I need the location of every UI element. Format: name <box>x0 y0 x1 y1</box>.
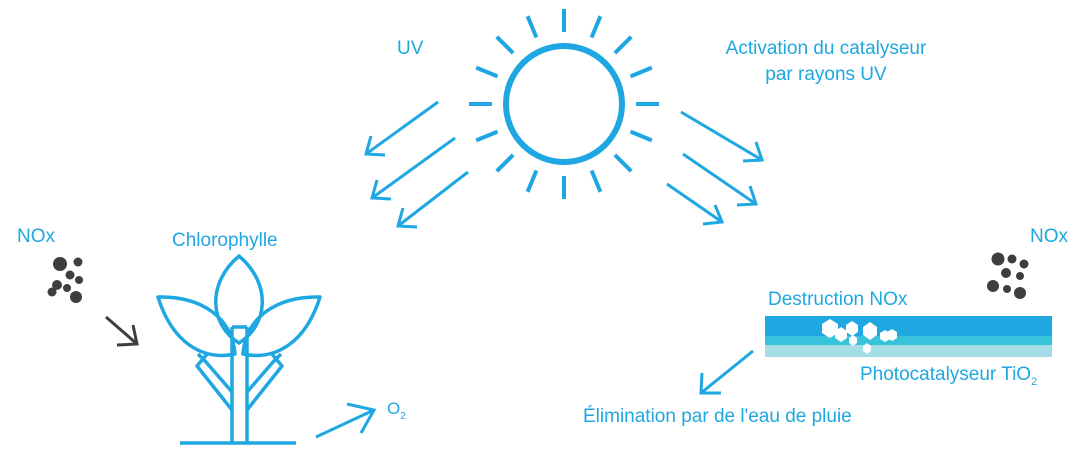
sun-ray <box>495 153 515 173</box>
uv-label: UV <box>397 38 424 59</box>
surface-layer-bottom <box>765 345 1052 357</box>
plant-icon <box>156 254 322 445</box>
sun-ray <box>525 15 539 39</box>
o2-letter: O <box>387 399 401 418</box>
destruction-label: Destruction NOx <box>768 289 908 310</box>
elimination-label: Élimination par de l'eau de pluie <box>583 406 852 427</box>
rain-elimination-arrow <box>699 349 754 395</box>
uv-arrow-left-3 <box>396 170 469 229</box>
sun-ray <box>629 129 653 143</box>
nox-particles-icon <box>47 257 83 303</box>
sun-ray <box>475 129 499 143</box>
activation-label-line1: Activation du catalyseur <box>725 38 927 59</box>
o2-subscript: 2 <box>400 410 406 422</box>
o2-label: O2 <box>387 398 406 428</box>
nox-destroyed-fragments <box>822 319 897 354</box>
uv-arrow-left-1 <box>364 100 439 157</box>
sun-ray <box>525 169 539 193</box>
sun-ray <box>613 35 633 55</box>
nox-right-label: NOx <box>1030 226 1068 247</box>
sun-ray <box>613 153 633 173</box>
sun-ray <box>589 15 603 39</box>
photocatalyseur-label: Photocatalyseur TiO2 <box>860 364 1037 393</box>
activation-label-line2: par rayons UV <box>765 64 887 85</box>
sun-icon <box>469 9 659 199</box>
sun-ray <box>495 35 515 55</box>
sun-ray <box>475 65 499 79</box>
surface-layer-top <box>765 316 1052 336</box>
o2-arrow <box>315 402 377 439</box>
photocatalyseur-text: Photocatalyseur TiO <box>860 364 1032 385</box>
chlorophylle-label: Chlorophylle <box>172 230 278 251</box>
uv-arrow-right-1 <box>680 110 765 163</box>
sun-ray <box>589 169 603 193</box>
uv-arrows-left <box>364 100 469 229</box>
coated-surface-icon <box>765 316 1052 357</box>
nox-particles-icon <box>987 252 1029 299</box>
surface-layer-mid <box>765 336 1052 345</box>
uv-arrow-left-2 <box>370 136 456 201</box>
activation-label: Activation du catalyseur par rayons UV <box>700 38 952 86</box>
nox-to-plant-arrow <box>105 315 139 347</box>
uv-arrow-right-2 <box>682 152 759 207</box>
nox-left-label: NOx <box>17 226 55 247</box>
uv-arrow-right-3 <box>666 182 725 226</box>
uv-arrows-right <box>666 110 765 226</box>
photocatalyseur-subscript: 2 <box>1031 375 1038 388</box>
sun-ray <box>629 65 653 79</box>
